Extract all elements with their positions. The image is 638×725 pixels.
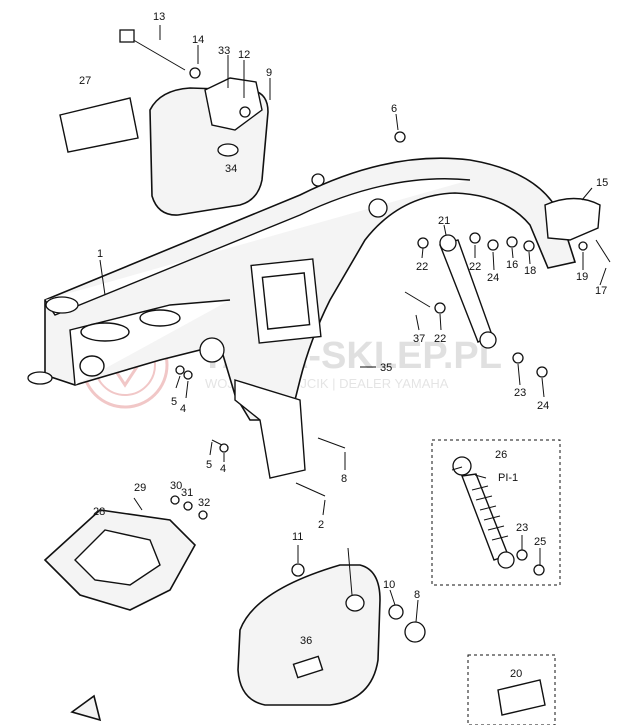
callout-22: 22	[434, 333, 446, 345]
callout-14: 14	[192, 34, 204, 46]
callout-37: 37	[413, 333, 425, 345]
hardware	[119, 29, 611, 577]
callout-20: 20	[510, 668, 522, 680]
callout-2: 2	[318, 519, 324, 531]
callout-26: 26	[495, 449, 507, 461]
front-arrow-icon	[70, 694, 102, 722]
callout-23: 23	[516, 522, 528, 534]
callout-31: 31	[181, 487, 193, 499]
callout-4: 4	[220, 463, 226, 475]
callout-27: 27	[79, 75, 91, 87]
main-frame	[27, 157, 577, 479]
rear-shock-installed	[439, 234, 497, 349]
callout-leaders	[99, 25, 607, 623]
side-cover	[237, 564, 426, 706]
callout-35: 35	[380, 362, 392, 374]
bracket-guard	[43, 509, 196, 611]
callout-24: 24	[487, 272, 499, 284]
callout-15: 15	[596, 177, 608, 189]
callout-21: 21	[438, 215, 450, 227]
callout-34: 34	[225, 163, 237, 175]
rear-fender	[544, 197, 601, 241]
callout-33: 33	[218, 45, 230, 57]
callout-25: 25	[534, 536, 546, 548]
callout-24: 24	[537, 400, 549, 412]
callout-4: 4	[180, 403, 186, 415]
callout-pi-1: PI-1	[498, 472, 518, 484]
callout-8: 8	[341, 473, 347, 485]
callout-9: 9	[266, 67, 272, 79]
rear-shock-exploded	[431, 439, 561, 586]
callout-29: 29	[134, 482, 146, 494]
callout-6: 6	[391, 103, 397, 115]
callout-numbers: 1 2 4 4 5 5 6 8 8 9 10 11 12 13 14 15 16…	[79, 11, 608, 680]
callout-5: 5	[171, 396, 177, 408]
callout-12: 12	[238, 49, 250, 61]
callout-5: 5	[206, 459, 212, 471]
callout-1: 1	[97, 248, 103, 260]
label-plate-27	[59, 97, 139, 153]
callout-13: 13	[153, 11, 165, 23]
callout-17: 17	[595, 285, 607, 297]
callout-8: 8	[414, 589, 420, 601]
callout-18: 18	[524, 265, 536, 277]
callout-28: 28	[93, 506, 105, 518]
side-box	[149, 77, 269, 216]
callout-11: 11	[292, 531, 303, 543]
callout-22: 22	[469, 261, 481, 273]
callout-22: 22	[416, 261, 428, 273]
callout-30: 30	[170, 480, 182, 492]
label-plate-20	[467, 654, 556, 725]
callout-23: 23	[514, 387, 526, 399]
callout-36: 36	[300, 635, 312, 647]
callout-10: 10	[383, 579, 395, 591]
callout-19: 19	[576, 271, 588, 283]
callout-32: 32	[198, 497, 210, 509]
callout-16: 16	[506, 259, 518, 271]
